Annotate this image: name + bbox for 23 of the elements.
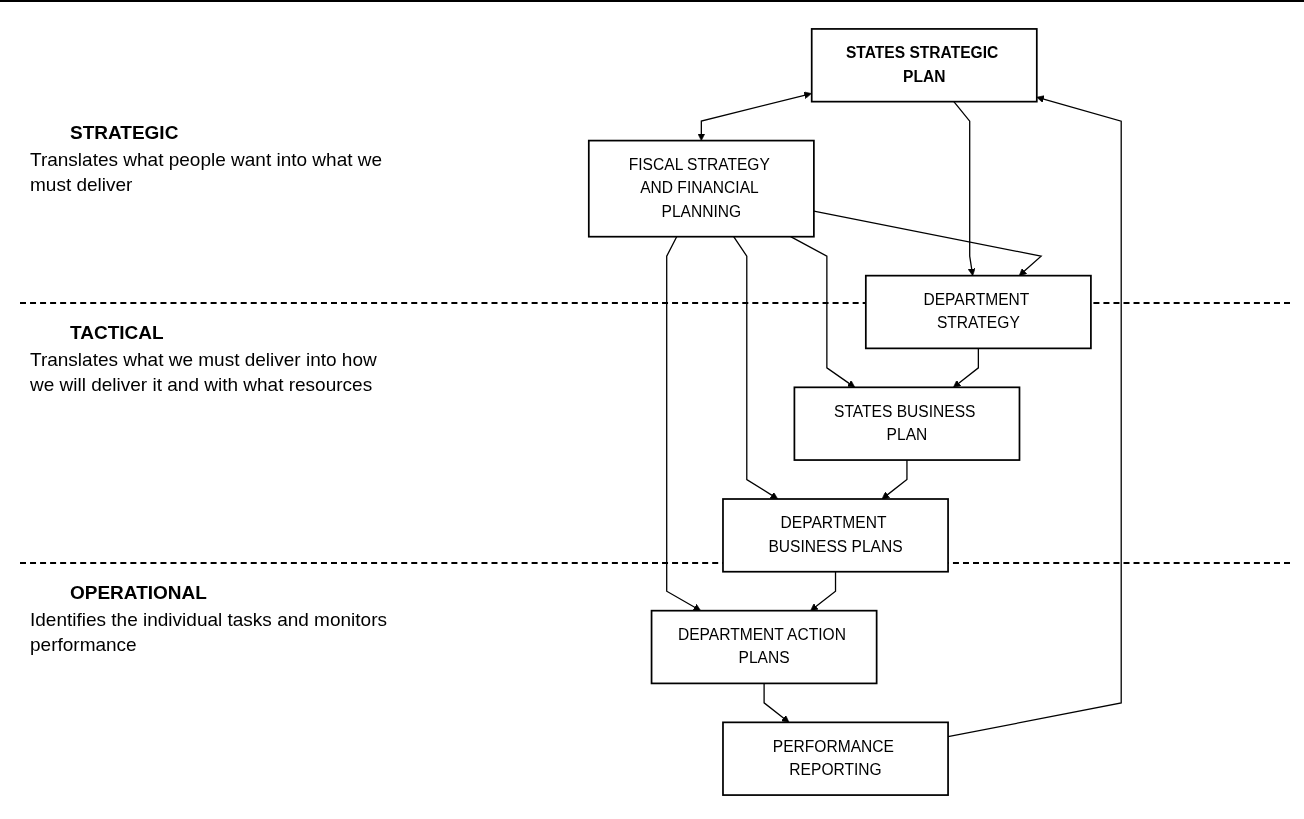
level-description: Identifies the individual tasks and monitors performance [30,608,388,657]
level-description: Translates what we must deliver into how we will deliver it and with what resources [30,348,378,397]
arrow [733,236,779,500]
node-box: STATES STRATEGIC PLAN [810,28,1038,103]
node-box: STATES BUSINESS PLAN [793,386,1021,461]
arrow [810,571,837,612]
arrow [763,682,790,723]
level-heading: OPERATIONAL [70,582,208,604]
arrow [813,210,1043,276]
arrow [666,236,702,612]
arrow [953,101,976,276]
arrow [790,236,856,388]
node-box: DEPARTMENT STRATEGY [864,274,1092,350]
arrow [881,459,908,500]
arrow [953,347,979,388]
node-box: PERFORMANCE REPORTING [722,721,949,796]
node-box: DEPARTMENT ACTION PLANS [650,609,878,685]
level-heading: STRATEGIC [70,122,180,144]
arrow [697,91,812,141]
node-box: DEPARTMENT BUSINESS PLANS [722,498,949,573]
node-box: FISCAL STRATEGY AND FINANCIAL PLANNING [587,139,815,238]
level-heading: TACTICAL [70,322,165,344]
level-description: Translates what people want into what we must deliver [30,148,384,197]
